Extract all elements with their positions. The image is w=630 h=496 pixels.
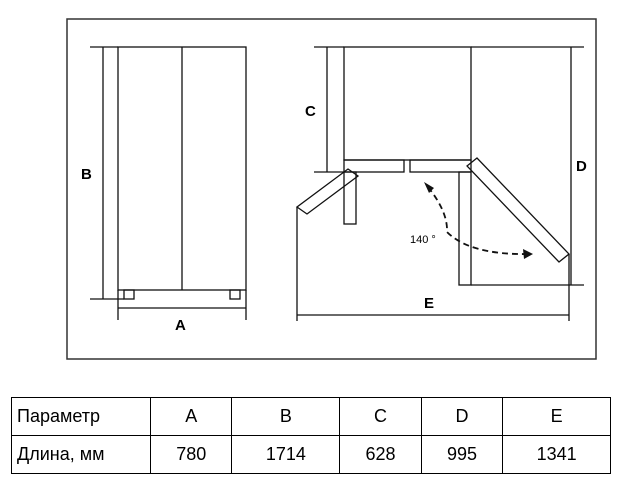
- table-row-lengths: Длина, мм 780 1714 628 995 1341: [11, 435, 611, 474]
- left-door-open-90: [343, 171, 357, 225]
- table-cell: 1341: [502, 435, 611, 474]
- diagram-frame: [66, 18, 597, 360]
- left-door-open-140: [295, 168, 360, 215]
- dim-b-label: B: [81, 166, 92, 183]
- top-view: [295, 46, 584, 321]
- closed-door-left: [343, 159, 405, 173]
- right-door-open-90: [458, 171, 472, 286]
- row-header-param: Параметр: [11, 397, 151, 436]
- dimensions-table: Параметр A B C D E Длина, мм 780 1714 62…: [11, 397, 611, 474]
- table-cell: 1714: [231, 435, 341, 474]
- table-row-params: Параметр A B C D E: [11, 397, 611, 436]
- opening-angle-label: 140 °: [410, 234, 436, 246]
- angle-arc: [427, 186, 529, 255]
- angle-arrowhead-start: [424, 182, 434, 193]
- fridge-foot-right: [229, 289, 241, 300]
- table-cell: D: [420, 397, 504, 436]
- table-cell: 628: [339, 435, 422, 474]
- dim-e-label: E: [424, 295, 434, 312]
- table-cell: A: [149, 397, 233, 436]
- table-cell: 780: [149, 435, 233, 474]
- dim-d-label: D: [576, 158, 587, 175]
- table-cell: E: [502, 397, 611, 436]
- refrigerator-dimension-diagram: B A C D E 140 °: [66, 18, 597, 360]
- closed-door-right: [409, 159, 472, 173]
- fridge-body-top: [343, 46, 472, 161]
- angle-arrowhead-end: [523, 249, 533, 259]
- row-header-length: Длина, мм: [11, 435, 151, 474]
- table-cell: C: [339, 397, 422, 436]
- right-door-open-140: [466, 157, 570, 263]
- dim-a-label: A: [175, 317, 186, 334]
- fridge-foot-left: [123, 289, 135, 300]
- dim-c-label: C: [305, 103, 316, 120]
- table-cell: 995: [420, 435, 504, 474]
- table-cell: B: [231, 397, 341, 436]
- front-view: [90, 46, 247, 320]
